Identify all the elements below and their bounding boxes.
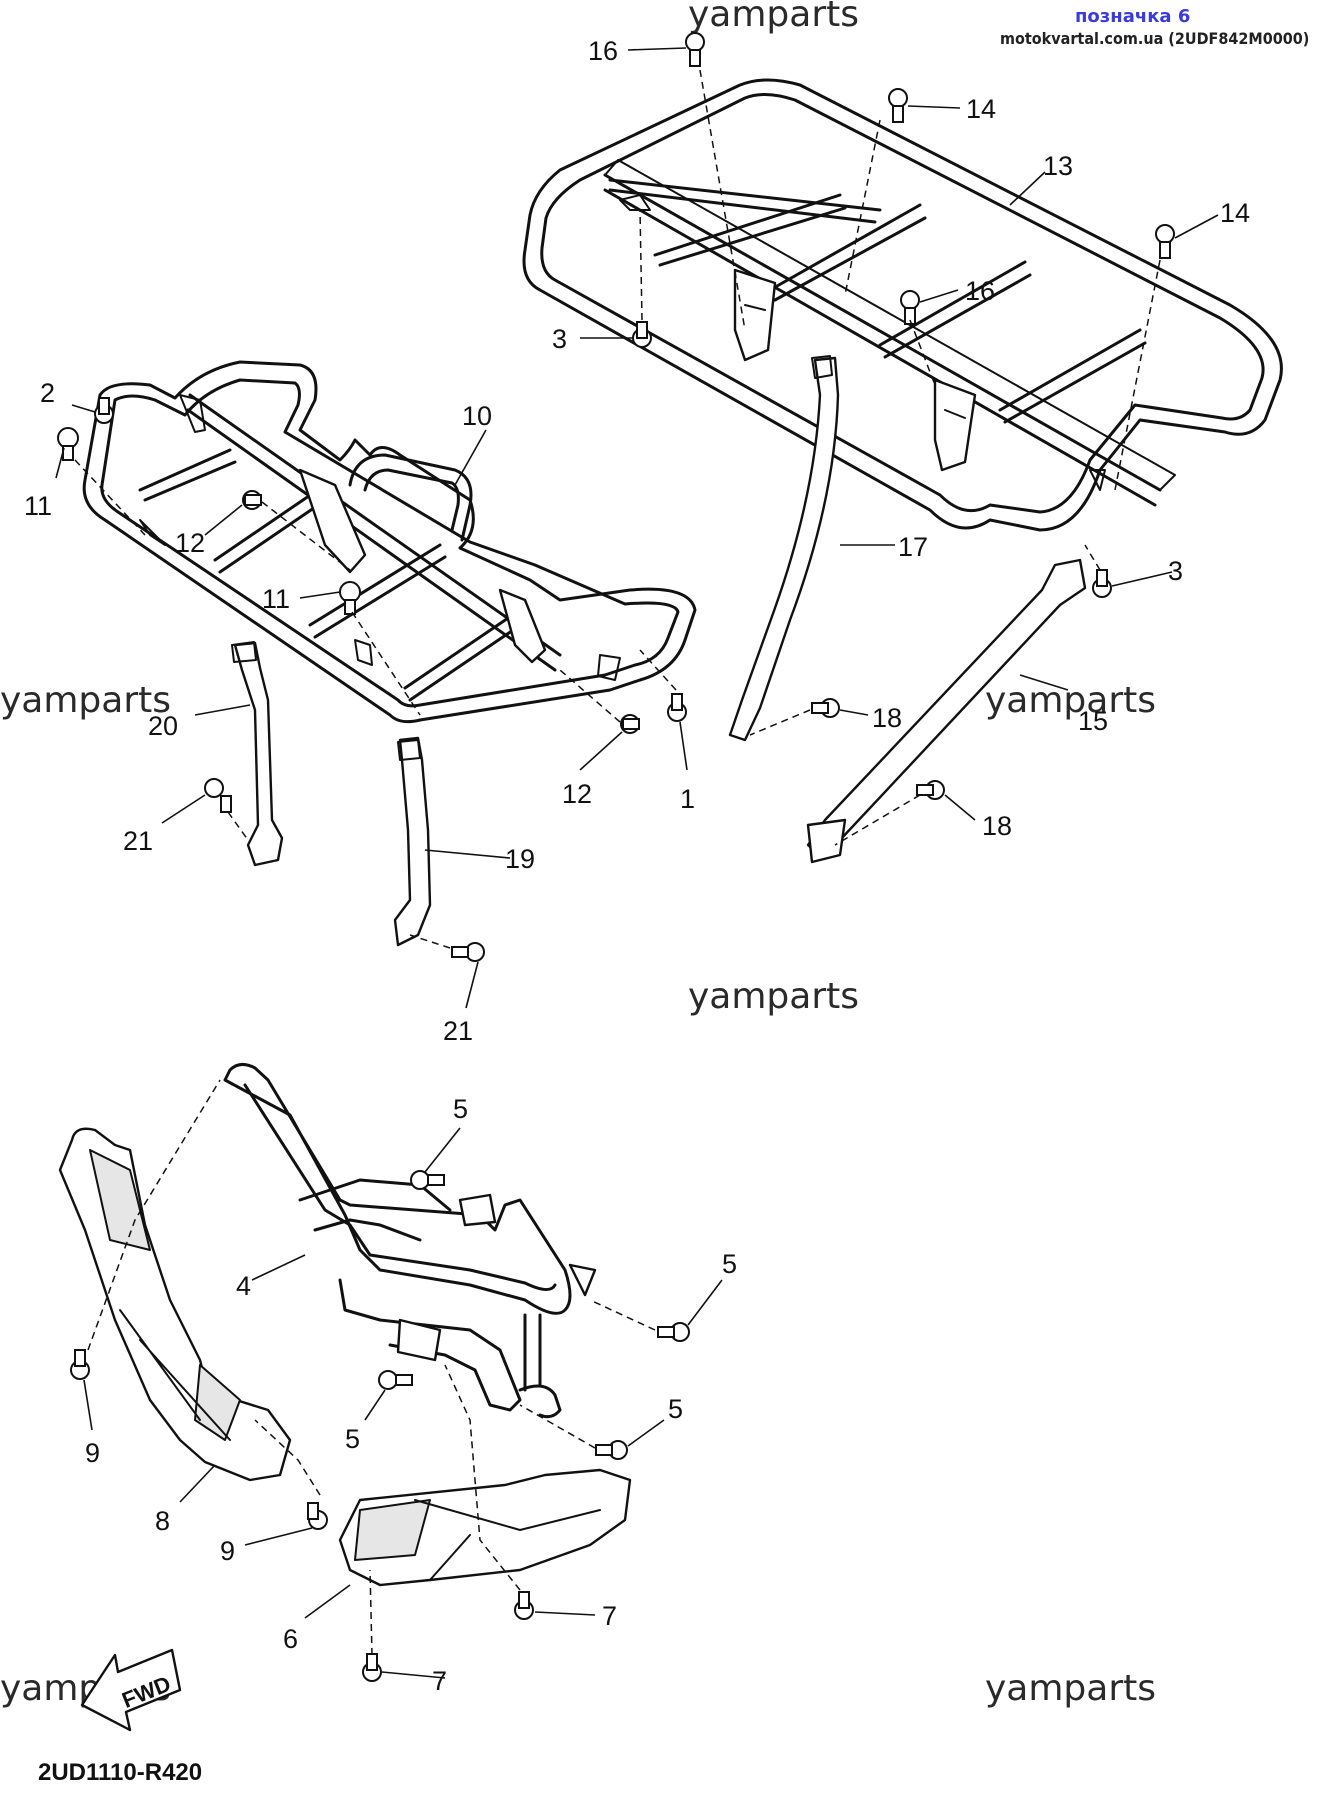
front-stay-19 xyxy=(393,736,432,947)
callout-20: 20 xyxy=(148,711,178,741)
callout-12-upper: 12 xyxy=(175,528,205,558)
rear-stay-17 xyxy=(728,355,840,742)
callout-5-right-lower: 5 xyxy=(668,1394,683,1424)
callout-10: 10 xyxy=(462,401,492,431)
fwd-arrow: FWD xyxy=(80,1648,182,1732)
callout-17: 17 xyxy=(898,532,928,562)
callout-5-right-upper: 5 xyxy=(722,1249,737,1279)
callout-11-left: 11 xyxy=(24,491,52,521)
callout-11-mid: 11 xyxy=(262,584,290,614)
watermark-bottom-right: yamparts xyxy=(985,1668,1156,1709)
callout-21-left: 21 xyxy=(123,826,153,856)
callouts: 16 14 13 14 16 3 3 17 15 18 18 10 2 11 1… xyxy=(24,36,1250,1696)
front-guard-4 xyxy=(223,1063,597,1419)
callout-9-lower: 9 xyxy=(220,1536,235,1566)
callout-4: 4 xyxy=(236,1271,251,1301)
source-label: motokvartal.com.ua (2UDF842M0000) xyxy=(1000,29,1309,48)
callout-3-left: 3 xyxy=(552,324,567,354)
watermark-top: yamparts xyxy=(688,0,859,35)
watermark-right: yamparts xyxy=(985,680,1156,721)
callout-6: 6 xyxy=(283,1624,298,1654)
callout-18-left: 18 xyxy=(872,703,902,733)
callout-5-mid: 5 xyxy=(345,1424,360,1454)
callout-16-top: 16 xyxy=(588,36,618,66)
callout-18-right: 18 xyxy=(982,811,1012,841)
leader-lines xyxy=(55,47,1219,1679)
callout-13: 13 xyxy=(1043,151,1073,181)
callout-2: 2 xyxy=(40,378,55,408)
callout-1: 1 xyxy=(680,784,695,814)
callout-21-bottom: 21 xyxy=(443,1016,473,1046)
callout-12-lower: 12 xyxy=(562,779,592,809)
callout-7-bottom: 7 xyxy=(432,1666,447,1696)
callout-8: 8 xyxy=(155,1506,170,1536)
callout-7-right: 7 xyxy=(602,1601,617,1631)
callout-16-mid: 16 xyxy=(965,276,995,306)
watermark-left: yamparts xyxy=(0,680,171,721)
front-stay-20 xyxy=(231,641,284,867)
callout-14-right: 14 xyxy=(1220,198,1250,228)
bookmark-label[interactable]: позначка 6 xyxy=(1075,6,1190,27)
diagram-code: 2UD1110-R420 xyxy=(38,1759,202,1786)
callout-9-left: 9 xyxy=(85,1438,100,1468)
callout-3-right: 3 xyxy=(1168,556,1183,586)
callout-15: 15 xyxy=(1078,706,1108,736)
callout-5-top: 5 xyxy=(453,1094,468,1124)
side-guard-6 xyxy=(338,1468,632,1587)
front-carrier xyxy=(82,360,697,724)
alignment-lines xyxy=(74,69,1161,1656)
rear-stay-15 xyxy=(806,558,1087,864)
side-guard-8 xyxy=(58,1127,292,1482)
callout-14-top: 14 xyxy=(966,94,996,124)
bolts xyxy=(57,32,1175,1682)
callout-19: 19 xyxy=(505,844,535,874)
watermark-middle: yamparts xyxy=(688,976,859,1017)
rear-carrier xyxy=(522,78,1283,532)
